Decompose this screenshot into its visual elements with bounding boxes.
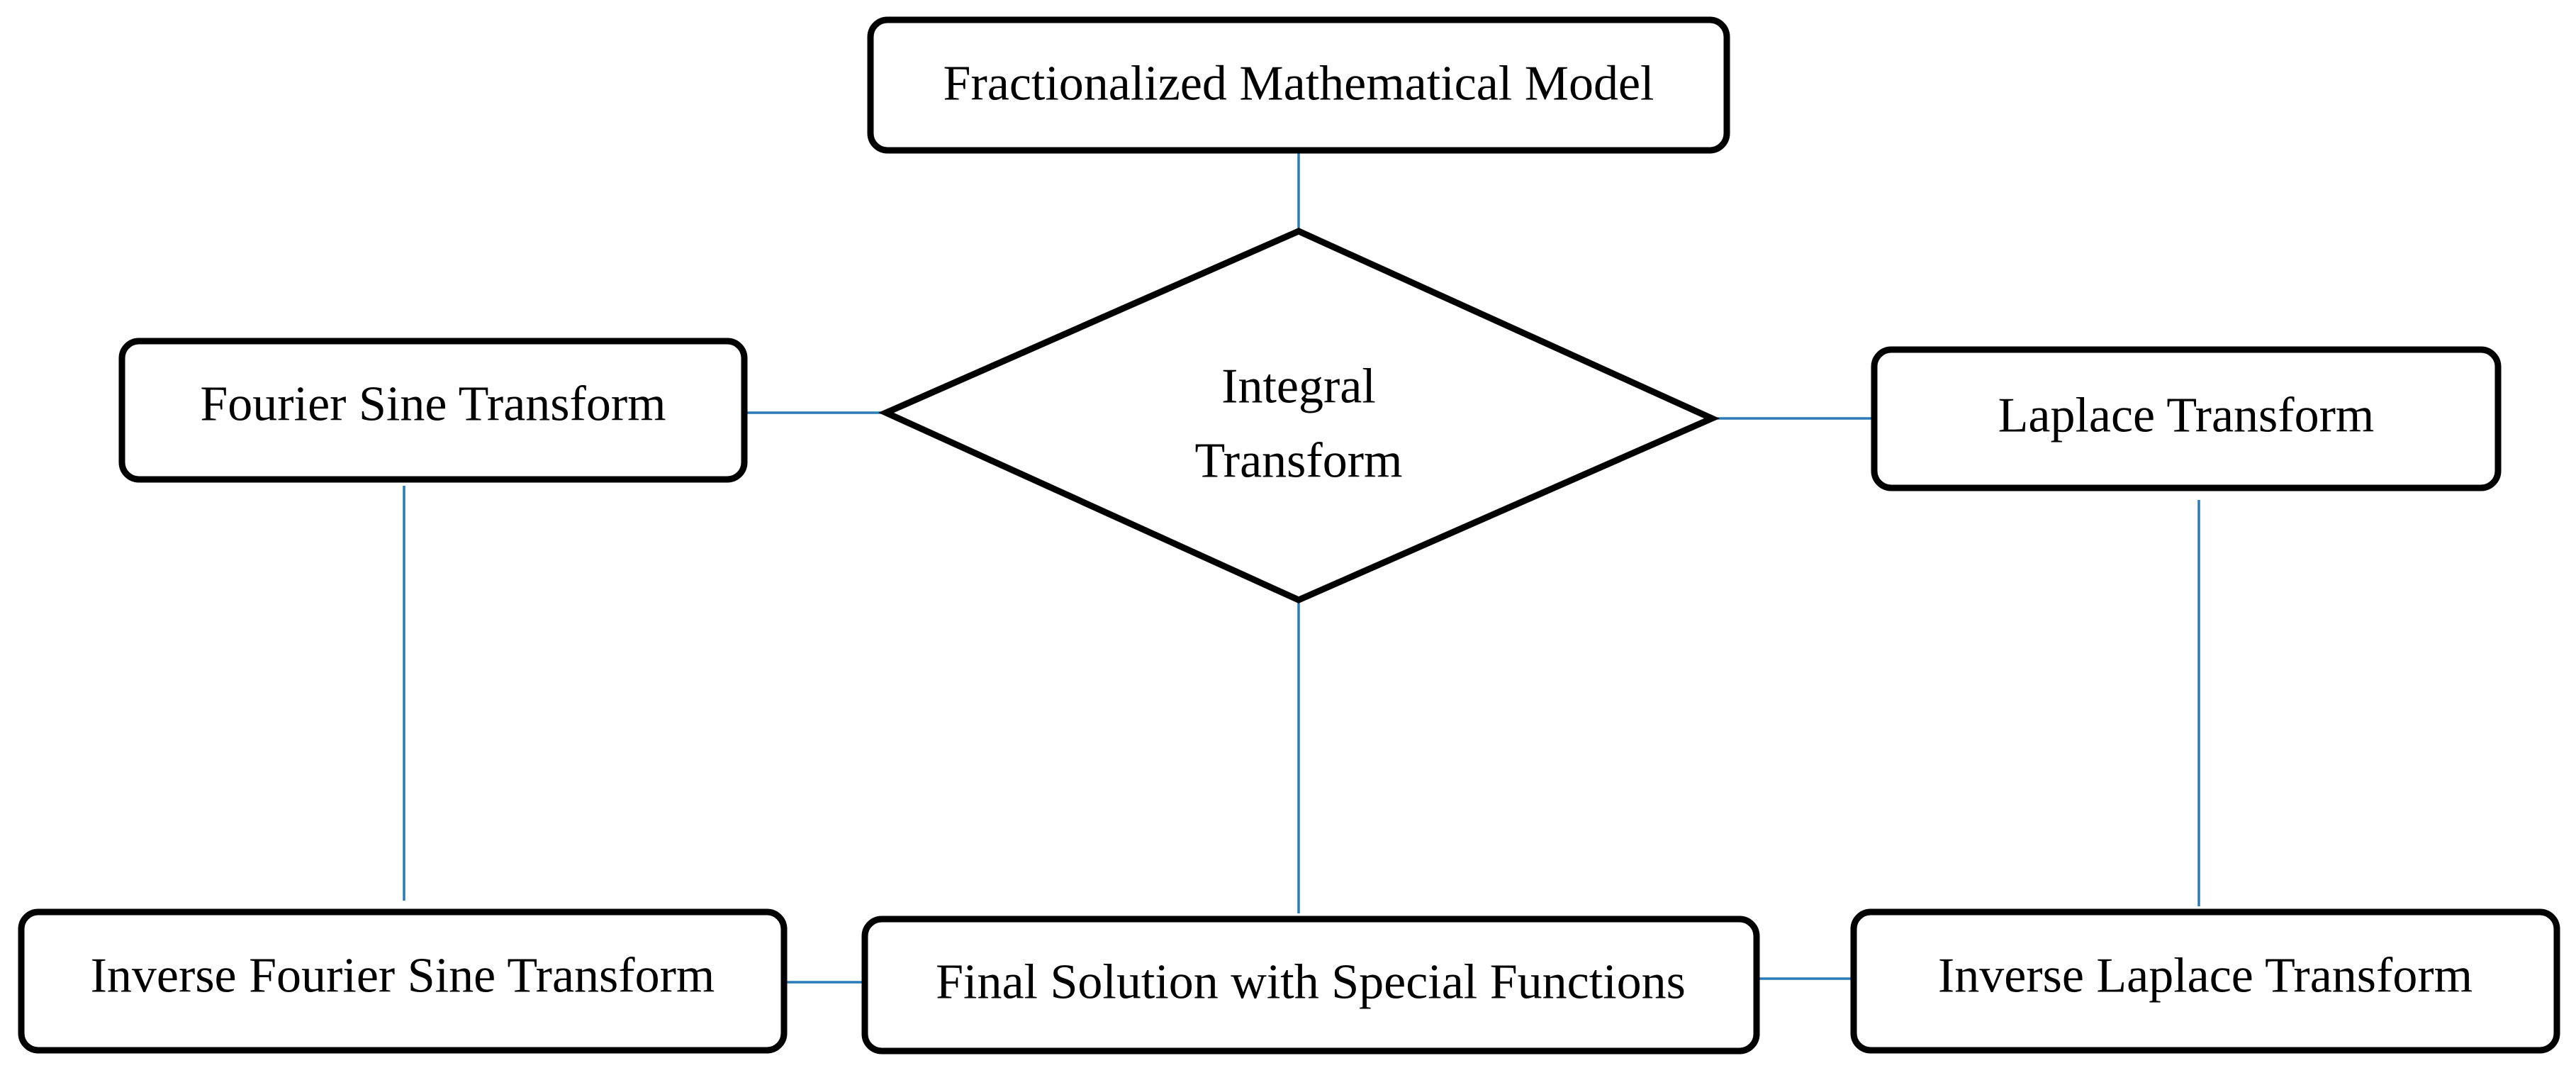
node-inverse-laplace-transform: Inverse Laplace Transform [1850,908,2560,1054]
node-final-solution-label: Final Solution with Special Functions [936,955,1686,1010]
node-integral-transform-line1: Integral [1221,360,1376,414]
node-fractionalized-model-label: Fractionalized Mathematical Model [943,57,1654,111]
node-fractionalized-model: Fractionalized Mathematical Model [867,16,1730,154]
node-fourier-sine-transform: Fourier Sine Transform [118,338,748,483]
node-laplace-transform-label: Laplace Transform [1998,389,2375,443]
node-inverse-laplace-transform-label: Inverse Laplace Transform [1938,949,2473,1003]
node-final-solution: Final Solution with Special Functions [861,916,1760,1055]
node-inverse-fourier-sine-transform: Inverse Fourier Sine Transform [18,908,788,1054]
node-laplace-transform: Laplace Transform [1871,346,2502,491]
node-integral-transform: Integral Transform [878,228,1720,603]
node-fourier-sine-transform-label: Fourier Sine Transform [200,377,666,432]
node-inverse-fourier-sine-transform-label: Inverse Fourier Sine Transform [91,949,715,1003]
node-integral-transform-line2: Transform [1195,434,1403,489]
